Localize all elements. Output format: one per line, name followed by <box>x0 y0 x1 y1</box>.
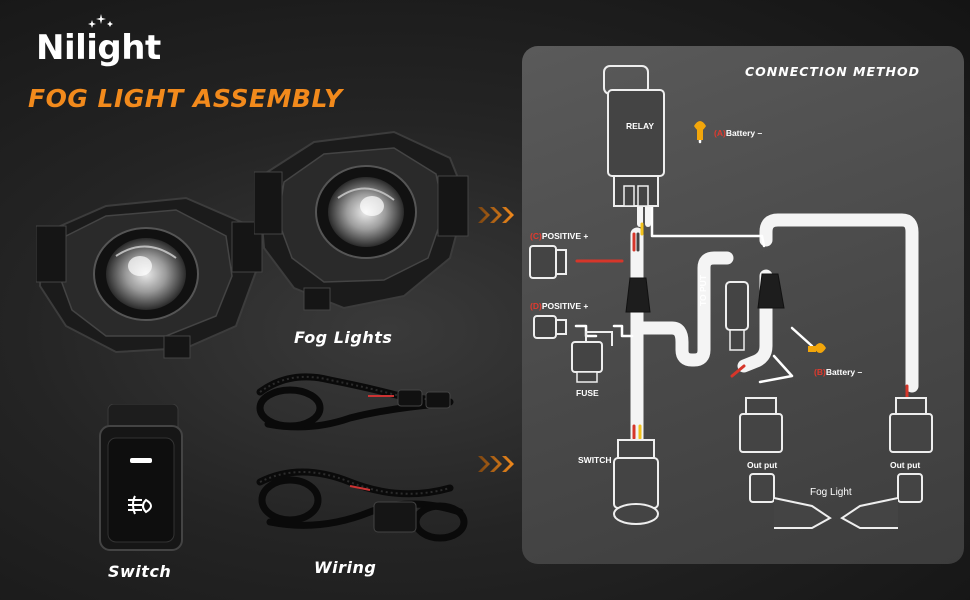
to-put-label: TO PUT <box>698 274 708 306</box>
switch-diagram-label: SWITCH <box>578 455 612 465</box>
page-title: FOG LIGHT ASSEMBLY <box>28 84 343 113</box>
chevron-arrows-icon <box>478 456 514 472</box>
wiring-diagram <box>529 65 933 529</box>
wiring-label: Wiring <box>314 558 377 577</box>
battery-a-label: (A)Battery – <box>714 128 763 138</box>
wiring-harness-image <box>256 373 468 542</box>
fuse-label: FUSE <box>576 388 599 398</box>
sparkle-icon <box>88 14 113 28</box>
brand-logo: Nilight <box>36 28 161 68</box>
positive-c-label: (C)POSITIVE + <box>530 231 589 241</box>
battery-b-label: (B)Battery – <box>814 367 863 377</box>
chevron-arrows-icon <box>478 207 514 223</box>
positive-d-label: (D)POSITIVE + <box>530 301 589 311</box>
fog-light-right-image <box>254 130 469 311</box>
output-left-label: Out put <box>747 460 778 470</box>
relay-label: RELAY <box>626 121 655 131</box>
fog-lights-label: Fog Lights <box>294 328 393 347</box>
switch-label: Switch <box>108 562 172 581</box>
diagram-title: CONNECTION METHOD <box>745 64 921 79</box>
switch-image <box>99 404 183 551</box>
output-right-label: Out put <box>890 460 921 470</box>
fog-light-left-image <box>36 196 263 359</box>
fog-light-label: Fog Light <box>810 487 852 498</box>
